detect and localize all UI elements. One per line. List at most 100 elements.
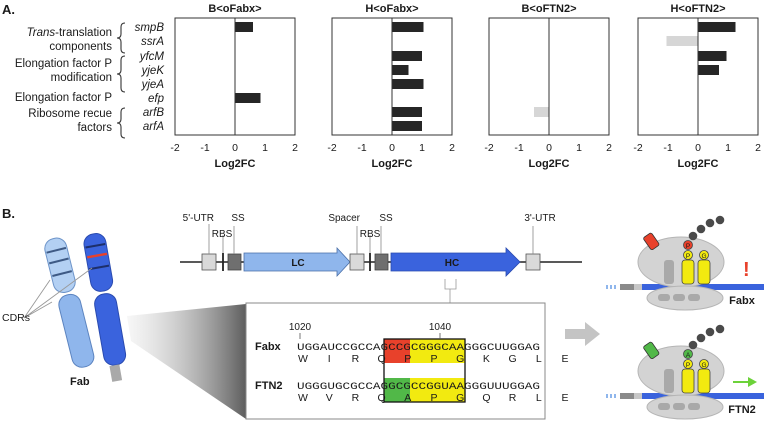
panel-a-label: A.: [2, 2, 15, 17]
amino-acid: P: [404, 353, 411, 365]
site-p: [673, 294, 685, 301]
tick-label: -1: [357, 142, 366, 154]
construct-map: LC HC 5'-UTR RBS SS Spacer RBS SS 3'-UTR: [180, 213, 582, 303]
amino-acid: R: [509, 392, 517, 404]
cdr-light-3: [52, 270, 73, 277]
tRNA-p: [681, 259, 695, 285]
amino-acid: G: [456, 392, 464, 404]
ribosome-ftn2-label: FTN2: [728, 404, 756, 416]
factor-red-icon: [643, 232, 660, 251]
tick-label: 1: [419, 142, 425, 154]
stall-warning-icon: !: [743, 259, 750, 281]
tRNA-e: [664, 260, 674, 284]
bar-ssrA: [666, 36, 698, 46]
x-axis-label: Log2FC: [215, 158, 256, 170]
bar-efp: [235, 93, 261, 103]
chain-bead-7: [705, 327, 715, 337]
group-label-trans-translation-2: components: [49, 41, 112, 53]
gene-label-arfB: arfB: [143, 107, 164, 119]
aa-p-icon: [683, 250, 693, 260]
tick-label: 0: [695, 142, 701, 154]
spacer-box: [349, 253, 365, 271]
fab-hinge: [109, 364, 123, 382]
nascent-p-label: P: [686, 243, 690, 250]
bar-smpB: [698, 22, 736, 32]
bar-smpB: [392, 22, 424, 32]
ss1-box: [227, 253, 242, 271]
utr5-label: 5'-UTR: [183, 213, 214, 224]
ribosome-fabx-label: Fabx: [729, 295, 756, 307]
fabx-aa-yellow: [410, 353, 465, 363]
nascent-a-icon: [683, 349, 693, 359]
bar-yfcM: [698, 51, 727, 61]
bar-yjeA: [392, 79, 424, 89]
fabx-codon-yellow: [410, 339, 465, 353]
chain-bead-1: [688, 231, 698, 241]
tick-label: -1: [200, 142, 209, 154]
ftn2-codon-yellow: [410, 378, 465, 392]
tick-label: -2: [633, 142, 642, 154]
tick-label: -2: [484, 142, 493, 154]
lc-label: LC: [291, 258, 304, 269]
tick-label: 1: [262, 142, 268, 154]
tick-label: -1: [663, 142, 672, 154]
cdr-pointer-lines: [23, 267, 93, 319]
aa-p-label: P: [686, 253, 690, 260]
bracket-rescue: [116, 107, 126, 139]
spacer-label: Spacer: [328, 213, 360, 224]
tick-label: 2: [606, 142, 612, 154]
flow-arrow: [565, 322, 600, 346]
ftn2-aa-green: [384, 392, 410, 402]
cdr-heavy-3: [89, 264, 110, 271]
panel-b-label: B.: [2, 206, 15, 221]
aa-p-icon-2: [683, 359, 693, 369]
site-a-2: [688, 403, 700, 410]
tRNA-a: [697, 259, 711, 285]
bar-arfB: [534, 107, 549, 117]
pos-1020: 1020: [289, 322, 312, 333]
tick-label: 1: [725, 142, 731, 154]
amino-acid: L: [536, 392, 542, 404]
amino-acid: V: [326, 392, 333, 404]
gene-label-yfcM: yfcM: [139, 51, 165, 63]
bar-arfA: [392, 121, 422, 131]
chain-bead-4: [715, 215, 725, 225]
gene-label-ssrA: ssrA: [141, 36, 164, 48]
utr3-label: 3'-UTR: [524, 213, 555, 224]
factor-green-icon: [643, 341, 660, 360]
amino-acid: Q: [378, 353, 386, 365]
bar-yjeK: [392, 65, 409, 75]
amino-acid: I: [328, 353, 331, 365]
fabx-dna: UGGAUCCGCCAGCCGCGGGCAAGGGCUUGGAG: [297, 342, 540, 354]
tick-label: -1: [514, 142, 523, 154]
gene-label-efp: efp: [148, 93, 165, 105]
gene-label-arfA: arfA: [143, 121, 164, 133]
amino-acid: L: [536, 353, 542, 365]
cdr-light-2: [48, 257, 69, 265]
tick-label: 0: [389, 142, 395, 154]
nascent-p-icon: [683, 240, 693, 250]
tick-label: 2: [755, 142, 761, 154]
chain-bead-6: [696, 333, 706, 343]
fab-heavy-constant: [94, 293, 127, 366]
zoom-cone: [127, 304, 246, 419]
gene-label-yjeA: yjeA: [141, 79, 165, 91]
nascent-a-label: A: [686, 352, 691, 359]
amino-acid: Q: [378, 392, 386, 404]
tRNA-a-2: [697, 368, 711, 394]
ftn2-aa-yellow: [410, 392, 465, 402]
amino-acid: Q: [482, 392, 490, 404]
group-label-efp-mod-2: modification: [51, 72, 112, 84]
utr3-box: [525, 253, 541, 271]
tick-label: 1: [576, 142, 582, 154]
ss2-label: SS: [379, 213, 393, 224]
chart-title: H<oFTN2>: [670, 3, 725, 15]
ss1-label: SS: [231, 213, 245, 224]
ftn2-dna: UGGGUGCGCCAGGCGCCGGUAAGGGUUUGGAG: [297, 381, 540, 393]
tick-label: -2: [170, 142, 179, 154]
tRNA-p-2: [681, 368, 695, 394]
group-label-ribosome-rescue: Ribosome recue: [28, 108, 112, 120]
